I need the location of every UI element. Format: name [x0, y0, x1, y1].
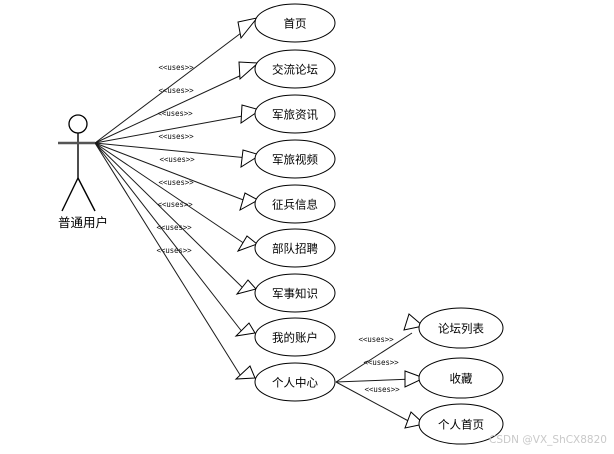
assoc-line-military-knowledge: [94, 142, 245, 290]
arrow-head-military-video: [240, 149, 262, 168]
uses-stereotype-label: <<uses>>: [160, 155, 196, 164]
use-case-ellipse: [254, 317, 336, 357]
uses-stereotype-label: <<uses>>: [159, 178, 195, 187]
uses-stereotype-label: <<uses>>: [157, 246, 193, 255]
actor-label: 普通用户: [58, 215, 108, 230]
uses-stereotype-label: <<uses>>: [159, 86, 195, 95]
use-case-personal-center[interactable]: 个人中心: [254, 362, 336, 402]
uses-stereotype-label: <<uses>>: [158, 200, 194, 209]
use-case-ellipse: [254, 139, 336, 179]
use-case-label: 个人中心: [272, 376, 318, 390]
use-case-label: 收藏: [450, 372, 473, 386]
use-case-ellipse: [254, 228, 336, 268]
uses-stereotype-label: <<uses>>: [157, 223, 193, 232]
use-case-label: 征兵信息: [272, 198, 318, 212]
use-case-ellipse: [254, 184, 336, 224]
arrow-head-forum-list: [403, 313, 425, 331]
actor-leg-left: [61, 177, 79, 212]
use-case-label: 论坛列表: [438, 322, 484, 336]
assoc-line-favorites: [335, 378, 414, 383]
assoc-line-military-news: [94, 114, 249, 144]
actor-head-icon: [68, 114, 88, 134]
use-case-label: 个人首页: [438, 418, 484, 432]
uses-stereotype-label: <<uses>>: [365, 385, 401, 394]
use-case-ellipse: [418, 307, 504, 349]
use-case-ellipse: [254, 362, 336, 402]
use-case-ellipse: [254, 3, 336, 43]
use-case-ellipse: [418, 403, 504, 445]
use-case-label: 我的账户: [272, 331, 318, 345]
assoc-line-personal-center: [94, 142, 243, 379]
uses-stereotype-label: <<uses>>: [158, 109, 194, 118]
arrow-head-military-news: [240, 104, 262, 124]
arrow-head-recruit-info: [239, 192, 260, 212]
uses-stereotype-label: <<uses>>: [159, 132, 195, 141]
sub-use-case-nodes: 论坛列表 收藏 个人首页: [418, 307, 504, 445]
use-case-recruit-info[interactable]: 征兵信息: [254, 184, 336, 224]
arrow-head-military-knowledge: [235, 279, 257, 295]
assoc-line-forum: [94, 72, 247, 144]
actor-普通用户[interactable]: 普通用户: [58, 114, 108, 230]
use-case-home[interactable]: 首页: [254, 3, 336, 43]
use-case-label: 首页: [284, 17, 307, 31]
use-case-ellipse: [254, 94, 336, 134]
center-arrow-heads: [403, 313, 426, 429]
use-case-personal-home[interactable]: 个人首页: [418, 403, 504, 445]
use-case-label: 部队招聘: [272, 242, 318, 256]
use-case-troop-hiring[interactable]: 部队招聘: [254, 228, 336, 268]
assoc-line-military-video: [94, 142, 249, 159]
assoc-line-forum-list: [335, 332, 413, 383]
use-case-forum-list[interactable]: 论坛列表: [418, 307, 504, 349]
center-association-lines: [335, 332, 415, 425]
assoc-line-recruit-info: [94, 142, 247, 202]
csdn-watermark: CSDN @VX_ShCX8820: [489, 434, 607, 446]
use-case-favorites[interactable]: 收藏: [418, 357, 504, 399]
use-case-label: 军事知识: [272, 287, 318, 301]
use-case-my-account[interactable]: 我的账户: [254, 317, 336, 357]
arrow-head-personal-center: [234, 365, 256, 380]
use-case-ellipse: [418, 357, 504, 399]
assoc-line-home: [94, 29, 246, 144]
arrow-head-forum: [238, 61, 260, 81]
center-uses-stereotype-labels: <<uses>> <<uses>> <<uses>>: [359, 335, 401, 394]
arrow-head-troop-hiring: [236, 235, 259, 252]
assoc-line-personal-home: [335, 381, 415, 425]
use-case-military-news[interactable]: 军旅资讯: [254, 94, 336, 134]
assoc-line-troop-hiring: [94, 142, 246, 245]
use-case-label: 交流论坛: [272, 63, 318, 77]
use-case-military-video[interactable]: 军旅视频: [254, 139, 336, 179]
actor-uses-stereotype-labels: <<uses>> <<uses>> <<uses>> <<uses>> <<us…: [157, 63, 196, 255]
use-case-military-knowledge[interactable]: 军事知识: [254, 273, 336, 313]
uses-stereotype-label: <<uses>>: [359, 335, 395, 344]
use-case-forum[interactable]: 交流论坛: [254, 49, 336, 89]
use-case-label: 军旅资讯: [272, 108, 318, 122]
uses-stereotype-label: <<uses>>: [159, 63, 195, 72]
use-case-ellipse: [254, 49, 336, 89]
actor-leg-right: [77, 177, 96, 212]
use-case-nodes: 首页 交流论坛 军旅资讯 军旅视频 征兵信息 部队招聘 军事知识 我的账户: [254, 3, 336, 402]
arrow-head-my-account: [234, 322, 256, 337]
arrow-head-home: [237, 17, 259, 40]
assoc-line-my-account: [94, 142, 244, 334]
actor-association-lines: [94, 29, 249, 379]
use-case-label: 军旅视频: [272, 153, 318, 167]
arrow-head-favorites: [404, 370, 426, 388]
actor-arrow-heads: [234, 17, 262, 380]
uses-stereotype-label: <<uses>>: [364, 358, 400, 367]
use-case-ellipse: [254, 273, 336, 313]
